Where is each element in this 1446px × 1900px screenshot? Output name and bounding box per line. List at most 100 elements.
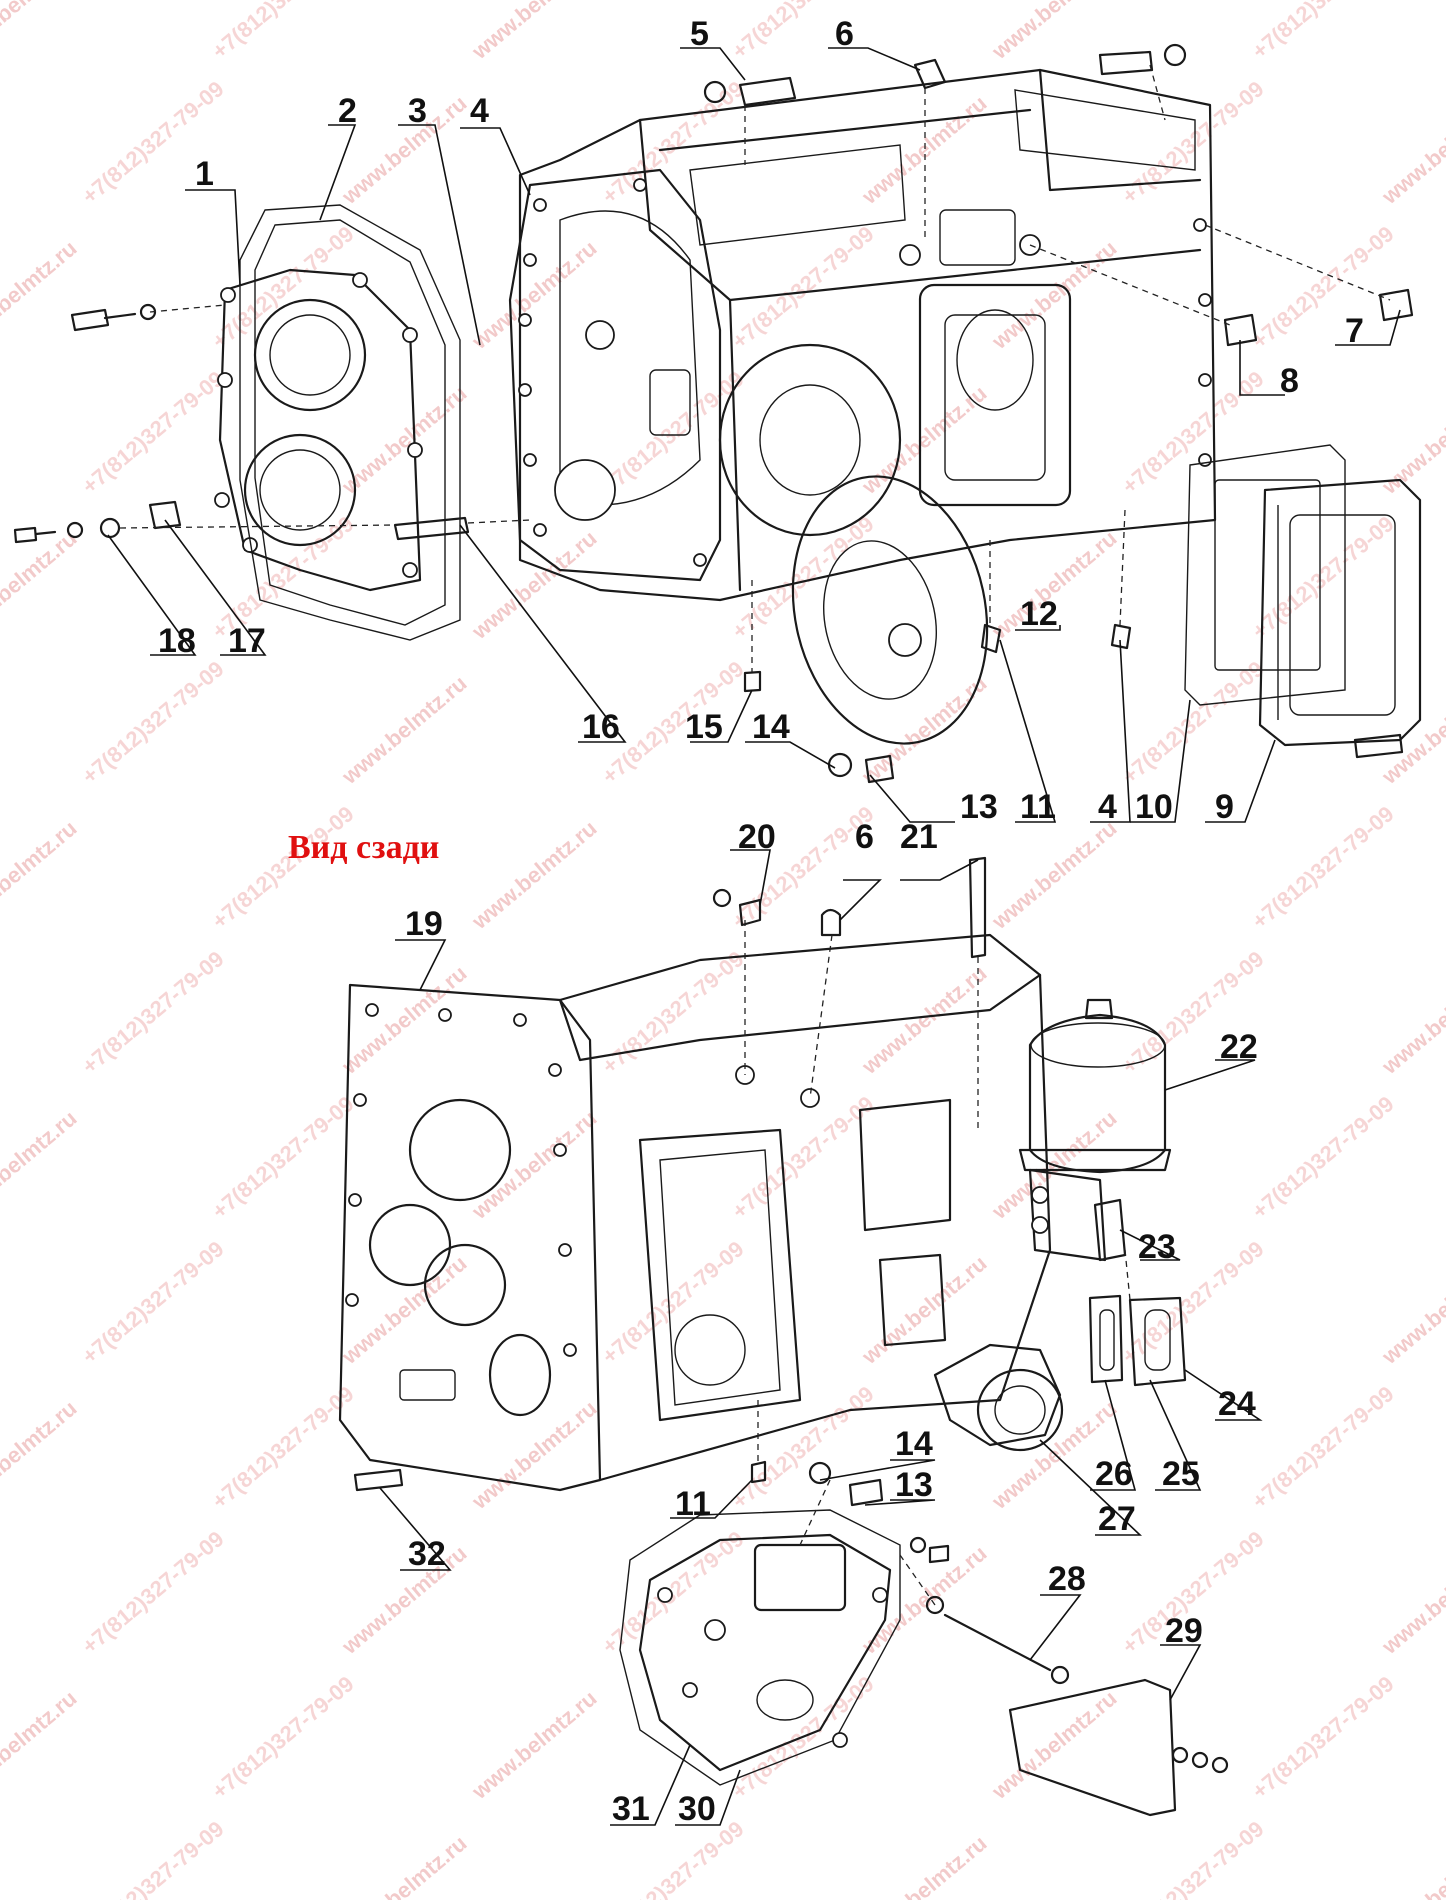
watermark-text: +7(812)327-79-09: [1247, 0, 1398, 64]
callout-30: 30: [678, 1790, 716, 1828]
rear-housing: [338, 933, 1052, 1492]
callout-1: 1: [195, 155, 214, 193]
watermark-text: +7(812)327-79-09: [1247, 1091, 1398, 1224]
watermark-text: www.belmtz.ru: [466, 1105, 601, 1224]
watermark-text: www.belmtz.ru: [0, 0, 82, 64]
callout-10: 10: [1135, 788, 1173, 826]
rod-and-bracket: [925, 1595, 1229, 1817]
assembly-axes-top: [119, 64, 1391, 672]
pump-unit: [933, 1343, 1064, 1452]
rear-view-title: Вид сзади: [288, 829, 439, 866]
leader-lines: [107, 47, 1401, 1826]
watermark-text: www.belmtz.ru: [1376, 90, 1446, 209]
watermark-text: www.belmtz.ru: [1376, 1540, 1446, 1659]
watermark-text: +7(812)327-79-09: [1117, 76, 1268, 209]
watermark-text: +7(812)327-79-09: [727, 0, 878, 64]
side-gasket: [1184, 444, 1346, 706]
callout-3: 3: [408, 92, 427, 130]
callout-31: 31: [612, 1790, 650, 1828]
watermark-text: www.belmtz.ru: [986, 235, 1121, 354]
callout-11b: 11: [675, 1485, 711, 1523]
front-gasket: [239, 204, 461, 641]
watermark-text: www.belmtz.ru: [0, 1395, 82, 1514]
watermark-text: +7(812)327-79-09: [1117, 656, 1268, 789]
callout-2: 2: [338, 92, 357, 130]
callout-labels: 1 2 3 4 5 6 7 8 9 10 11 12 13 14 4 15 16…: [158, 15, 1364, 1828]
watermark-text: www.belmtz.ru: [0, 1685, 82, 1804]
watermark-text: +7(812)327-79-09: [1247, 801, 1398, 934]
watermark-text: +7(812)327-79-09: [597, 656, 748, 789]
callout-32: 32: [408, 1535, 446, 1573]
watermark-text: www.belmtz.ru: [856, 1830, 991, 1900]
callout-22: 22: [1220, 1028, 1258, 1066]
watermark-text: +7(812)327-79-09: [597, 366, 748, 499]
fasteners-rear: [353, 856, 987, 1564]
watermark-text: www.belmtz.ru: [0, 815, 82, 934]
watermark-text: +7(812)327-79-09: [1247, 1381, 1398, 1514]
watermark-text: www.belmtz.ru: [336, 960, 471, 1079]
callout-29: 29: [1165, 1612, 1203, 1650]
watermark-text: www.belmtz.ru: [466, 235, 601, 354]
callout-26: 26: [1095, 1455, 1133, 1493]
watermark-text: www.belmtz.ru: [466, 0, 601, 64]
callout-6: 6: [835, 15, 854, 53]
flange-cover: [791, 475, 989, 745]
callout-18: 18: [158, 622, 196, 660]
watermark-text: +7(812)327-79-09: [597, 946, 748, 1079]
watermark-text: +7(812)327-79-09: [77, 1236, 228, 1369]
watermark-text: +7(812)327-79-09: [207, 1091, 358, 1224]
callout-17: 17: [228, 622, 266, 660]
side-cover: [1258, 478, 1422, 747]
watermark-text: +7(812)327-79-09: [1247, 221, 1398, 354]
callout-23: 23: [1138, 1228, 1176, 1266]
front-view-assembly: [13, 43, 1422, 784]
watermark-text: +7(812)327-79-09: [597, 1526, 748, 1659]
watermark-text: +7(812)327-79-09: [1247, 511, 1398, 644]
callout-12: 12: [1020, 595, 1058, 633]
watermark-text: +7(812)327-79-09: [207, 1381, 358, 1514]
callout-4b: 4: [1098, 788, 1117, 826]
watermark-text: +7(812)327-79-09: [77, 366, 228, 499]
watermark-text: +7(812)327-79-09: [1117, 366, 1268, 499]
watermark-text: www.belmtz.ru: [336, 670, 471, 789]
watermark-text: +7(812)327-79-09: [597, 1236, 748, 1369]
watermark-text: www.belmtz.ru: [466, 1685, 601, 1804]
callout-27: 27: [1098, 1500, 1136, 1538]
watermark-text: +7(812)327-79-09: [727, 511, 878, 644]
callout-7: 7: [1345, 312, 1364, 350]
watermark-text: +7(812)327-79-09: [207, 0, 358, 64]
callout-11: 11: [1020, 788, 1056, 826]
callout-25: 25: [1162, 1455, 1200, 1493]
watermark-text: www.belmtz.ru: [0, 525, 82, 644]
watermark-text: +7(812)327-79-09: [77, 1526, 228, 1659]
watermark-text: +7(812)327-79-09: [727, 1381, 878, 1514]
watermark-text: www.belmtz.ru: [0, 235, 82, 354]
callout-15: 15: [685, 708, 723, 746]
callout-24: 24: [1218, 1385, 1256, 1423]
lower-cover: [619, 1509, 901, 1786]
callout-21: 21: [900, 818, 938, 856]
callout-9: 9: [1215, 788, 1234, 826]
watermark-text: www.belmtz.ru: [336, 1830, 471, 1900]
watermark-text: www.belmtz.ru: [856, 960, 991, 1079]
watermark-text: www.belmtz.ru: [856, 90, 991, 209]
watermark-text: www.belmtz.ru: [1376, 1250, 1446, 1369]
callout-4: 4: [470, 92, 489, 130]
watermark-text: www.belmtz.ru: [336, 380, 471, 499]
watermark-text: +7(812)327-79-09: [1117, 1816, 1268, 1900]
watermark-text: +7(812)327-79-09: [77, 946, 228, 1079]
small-cover: [1088, 1294, 1187, 1387]
watermark-text: www.belmtz.ru: [986, 1685, 1121, 1804]
watermark-text: +7(812)327-79-09: [727, 1091, 878, 1224]
callout-14: 14: [752, 708, 790, 746]
watermark-text: www.belmtz.ru: [856, 670, 991, 789]
watermark-text: www.belmtz.ru: [466, 815, 601, 934]
watermark-text: www.belmtz.ru: [1376, 960, 1446, 1079]
watermark-text: +7(812)327-79-09: [207, 801, 358, 934]
callout-28: 28: [1048, 1560, 1086, 1598]
callout-6b: 6: [855, 818, 874, 856]
main-housing: [508, 68, 1217, 602]
callout-5: 5: [690, 15, 709, 53]
rear-view-assembly: [338, 856, 1229, 1817]
